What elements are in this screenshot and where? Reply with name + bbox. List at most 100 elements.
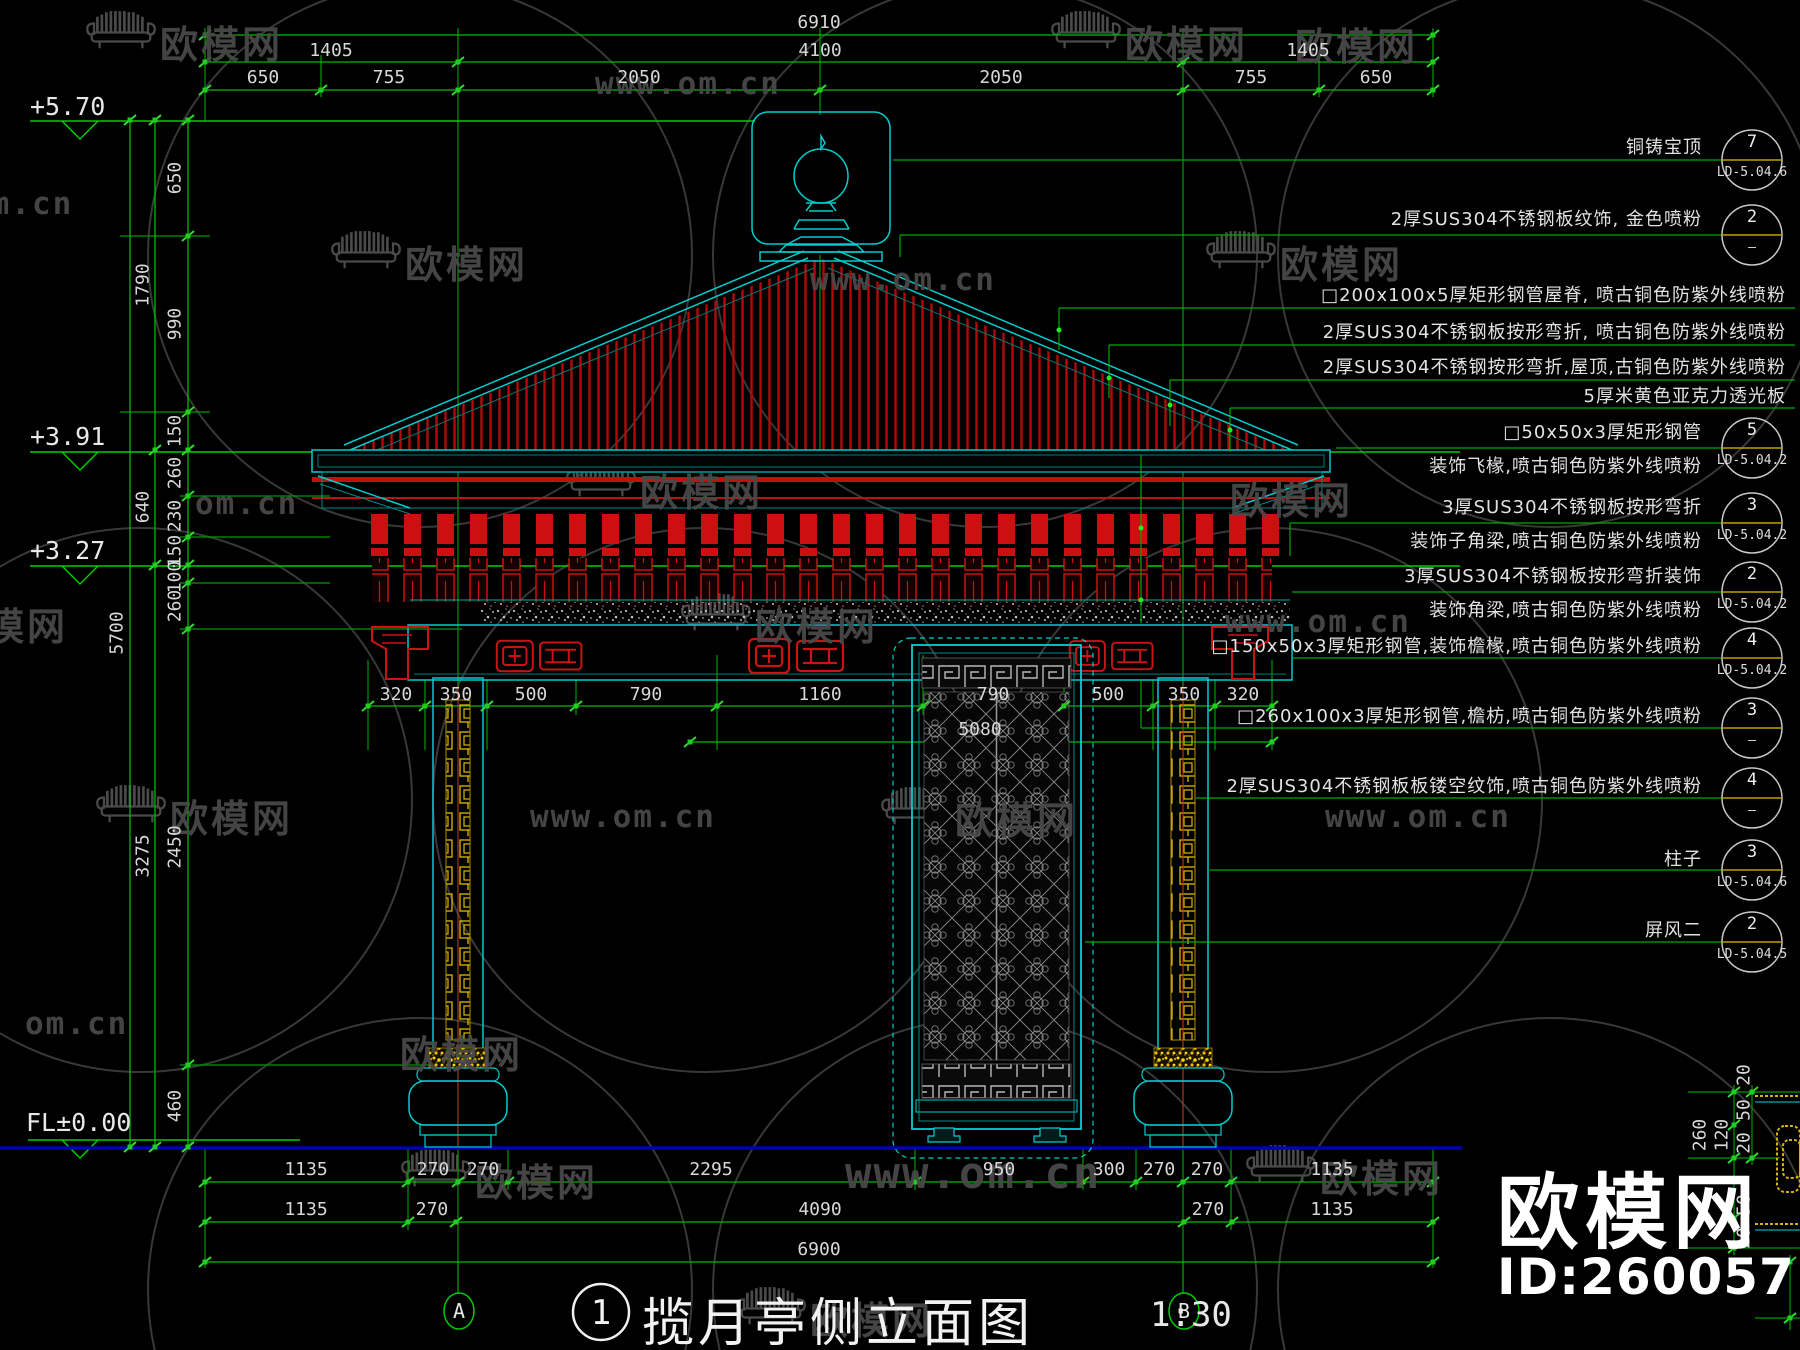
watermark-url: www.om.cn	[530, 799, 716, 835]
dim: 650	[1359, 67, 1393, 88]
dimension-lines	[129, 34, 1433, 1263]
corner-detail	[1688, 1085, 1800, 1330]
dim: 790	[976, 684, 1010, 705]
screen-panel	[892, 637, 1094, 1159]
dim: 4100	[798, 40, 842, 61]
watermark-brand: 欧模网	[475, 1161, 599, 1205]
dim: 260	[164, 456, 186, 490]
callout-code: —	[1748, 733, 1756, 748]
drawing-scale: 1:30	[1150, 1295, 1232, 1335]
finial	[751, 111, 891, 262]
roof	[343, 250, 1299, 453]
watermark-brand: 欧模网	[1320, 1157, 1444, 1201]
annotation-label: □150x50x3厚矩形钢管,装饰檐椽,喷古铜色防紫外线喷粉	[1211, 636, 1702, 657]
watermark-url: www.om.cn	[1225, 604, 1411, 640]
callout-circles	[1721, 129, 1783, 973]
dim-middle-total: 5080	[958, 719, 1002, 740]
watermark-brand: 欧模网	[1295, 25, 1419, 69]
dim: 270	[1142, 1159, 1176, 1180]
annotation-label: 装饰角梁,喷古铜色防紫外线喷粉	[1429, 600, 1702, 621]
column-right	[1133, 677, 1233, 1148]
dim: 2295	[689, 1159, 733, 1180]
annotation-label: □260x100x3厚矩形钢管,檐枋,喷古铜色防紫外线喷粉	[1237, 706, 1702, 727]
dim: 2050	[617, 67, 661, 88]
callout-number: 4	[1746, 770, 1758, 790]
dim-left-total: 5700	[106, 611, 128, 655]
dim: 460	[164, 1089, 186, 1123]
dim: 300	[1092, 1159, 1126, 1180]
dim: 1160	[798, 684, 842, 705]
dim: 270	[466, 1159, 500, 1180]
callout-number: 2	[1746, 207, 1758, 227]
site-logo-id: ID:2600571	[1497, 1248, 1800, 1306]
dim: 320	[1226, 684, 1260, 705]
annotation-label: 屏风二	[1645, 920, 1702, 941]
dim: 3275	[132, 834, 154, 878]
watermark-brand: 欧模网	[640, 471, 764, 515]
detail-number: 1	[590, 1293, 612, 1333]
dim: 790	[629, 684, 663, 705]
dim: 950	[982, 1159, 1016, 1180]
watermark-brand: 欧模网	[170, 797, 294, 841]
dim: 1135	[284, 1159, 328, 1180]
watermark-url: www.om.cn	[810, 262, 996, 298]
title-bubbles	[443, 1282, 1200, 1342]
dim: 1135	[1310, 1159, 1354, 1180]
dim: 270	[1191, 1199, 1225, 1220]
callout-number: 4	[1746, 630, 1758, 650]
annotation-label: 铜铸宝顶	[1626, 137, 1702, 158]
grid-bubble-b: B	[1177, 1299, 1191, 1323]
watermark-brand: 欧模网	[405, 243, 529, 287]
callout-number: 2	[1746, 564, 1758, 584]
annotation-label: 3厚SUS304不锈钢板按形弯折装饰	[1404, 566, 1702, 587]
watermark-url: om.cn	[195, 486, 299, 522]
dim: 260	[164, 589, 186, 623]
dim: 4090	[798, 1199, 842, 1220]
annotation-label: 2厚SUS304不锈钢板纹饰, 金色喷粉	[1390, 209, 1702, 230]
grid-bubble-a: A	[452, 1299, 466, 1323]
beam	[371, 599, 1293, 681]
level-label: +3.91	[30, 422, 106, 451]
callout-number: 3	[1746, 495, 1758, 515]
dim: 755	[372, 67, 406, 88]
watermark-brand: 欧模网	[160, 23, 284, 67]
callout-number: 7	[1746, 132, 1758, 152]
level-label: +3.27	[30, 536, 106, 565]
column-left	[408, 677, 508, 1148]
callout-code: LD-5.04.2	[1716, 528, 1788, 543]
dim-bottom-total: 6900	[797, 1239, 841, 1260]
level-label: +5.70	[30, 92, 106, 121]
site-logo: 欧模网	[1497, 1166, 1762, 1261]
dim: 320	[379, 684, 413, 705]
dim: 640	[132, 490, 154, 524]
extension-lines	[120, 28, 1434, 1294]
watermark-brand: 欧模网	[1280, 243, 1404, 287]
callout-number: 3	[1746, 700, 1758, 720]
dim: 100	[164, 560, 186, 594]
dim: 350	[1167, 684, 1201, 705]
dim: 230	[164, 499, 186, 533]
callout-number: 3	[1746, 842, 1758, 862]
dim: 150	[164, 414, 186, 448]
watermark-url: www.om.cn	[845, 1148, 1102, 1199]
rafters	[355, 514, 1285, 602]
annotation-label: 装饰飞椽,喷古铜色防紫外线喷粉	[1429, 456, 1702, 477]
dim: 1790	[132, 263, 154, 307]
dim: 270	[415, 1199, 449, 1220]
dim: 270	[416, 1159, 450, 1180]
annotation-label: 柱子	[1664, 849, 1702, 870]
dim: 755	[1234, 67, 1268, 88]
watermark-url: www.om.cn	[1325, 799, 1511, 835]
dim: 500	[1091, 684, 1125, 705]
dim: 1135	[1310, 1199, 1354, 1220]
dim-top-total: 6910	[797, 12, 841, 33]
annotation-label: 3厚SUS304不锈钢板按形弯折	[1442, 497, 1702, 518]
callout-code: LD-5.04.2	[1716, 453, 1788, 468]
dim: 500	[514, 684, 548, 705]
callout-number: 2	[1746, 914, 1758, 934]
callout-code: —	[1748, 240, 1756, 255]
annotation-label: □200x100x5厚矩形钢管屋脊, 喷古铜色防紫外线喷粉	[1321, 285, 1786, 306]
annotation-label: 2厚SUS304不锈钢按形弯折,屋顶,古铜色防紫外线喷粉	[1322, 357, 1786, 378]
annotation-label: 2厚SUS304不锈钢板板镂空纹饰,喷古铜色防紫外线喷粉	[1226, 776, 1702, 797]
